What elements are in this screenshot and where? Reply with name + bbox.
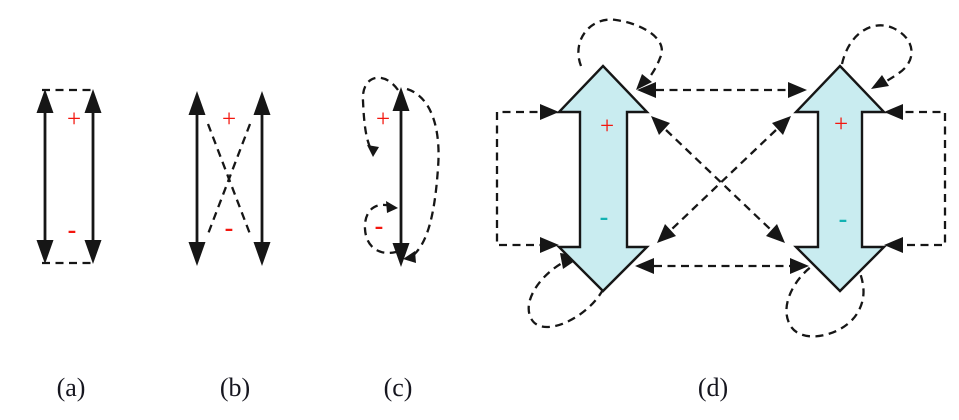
- panel-c-bottom-left-loop-arrowhead: [386, 201, 398, 213]
- panel-b: + - (b): [188, 91, 271, 402]
- panel-b-minus-sign: -: [225, 213, 234, 242]
- panel-d-right-bracket-bottom-arrowhead: [884, 237, 903, 253]
- panel-a-label: (a): [57, 373, 86, 402]
- panel-d-bottom-middle-right-arrowhead: [790, 258, 809, 274]
- panel-b-left-up-arrowhead: [188, 91, 206, 115]
- panel-d-right-block-double-arrow: [793, 64, 887, 293]
- panel-b-label: (b): [220, 373, 250, 402]
- panel-d-left-block-double-arrow: [556, 64, 650, 293]
- panel-d-right-bracket-dashed-link: [892, 110, 947, 247]
- panel-c-bottom-left-self-loop: [363, 203, 397, 255]
- panel-d-top-middle-left-arrowhead: [637, 82, 656, 98]
- panel-d-top-middle-right-arrowhead: [788, 82, 807, 98]
- panel-c-top-left-loop-arrowhead: [367, 145, 379, 157]
- panel-d-left-bracket-bottom-arrowhead: [540, 237, 559, 253]
- panel-d-right-minus-sign: -: [839, 204, 848, 233]
- panel-b-right-down-arrowhead: [253, 242, 271, 266]
- panel-c-right-loop-arrowhead: [403, 251, 416, 263]
- panel-d-diagonal-link-right-to-left: [671, 129, 777, 230]
- panel-c-up-arrowhead: [392, 87, 410, 111]
- panel-c-top-left-self-loop: [361, 76, 399, 152]
- panel-d-left-top-loop-arrowhead: [636, 74, 652, 90]
- panel-c-plus-sign: +: [376, 106, 390, 133]
- panel-b-left-down-arrowhead: [188, 242, 206, 266]
- panel-d-label: (d): [698, 373, 728, 402]
- panel-b-plus-sign: +: [222, 106, 236, 133]
- panel-d-right-bottom-self-loop: [785, 249, 865, 338]
- panel-d-left-bracket-dashed-link: [495, 110, 551, 247]
- panel-a-minus-sign: -: [68, 215, 77, 244]
- panel-c-right-self-loop: [406, 87, 440, 258]
- panel-a-right-down-arrowhead: [84, 240, 102, 264]
- panel-d-left-plus-sign: +: [600, 113, 614, 140]
- panel-d-right-top-loop-arrowhead: [871, 75, 889, 89]
- panel-d-right-bracket-top-arrowhead: [884, 104, 903, 120]
- panel-c-label: (c): [384, 373, 413, 402]
- panel-d-bottom-middle-left-arrowhead: [635, 258, 654, 274]
- panel-d-right-plus-sign: +: [834, 111, 848, 138]
- panel-a-right-up-arrowhead: [84, 89, 102, 113]
- panel-a-plus-sign: +: [67, 106, 81, 133]
- panel-a-left-down-arrowhead: [36, 240, 54, 264]
- panel-d-diagonal2-upper-arrowhead: [772, 116, 791, 135]
- panel-d-diagonal2-lower-arrowhead: [657, 224, 676, 243]
- panel-d-diagonal1-lower-arrowhead: [766, 224, 785, 243]
- panel-d-left-top-self-loop: [577, 18, 663, 87]
- panel-a-left-up-arrowhead: [36, 89, 54, 113]
- panel-b-right-up-arrowhead: [253, 91, 271, 115]
- panel-d-left-bracket-top-arrowhead: [540, 104, 559, 120]
- panel-c: + - (c): [361, 76, 440, 402]
- panel-a: + - (a): [36, 88, 102, 402]
- panel-c-minus-sign: -: [375, 211, 384, 240]
- panel-d: + - + - (d): [495, 18, 947, 402]
- panel-c-down-arrowhead: [392, 243, 410, 267]
- panel-d-left-minus-sign: -: [600, 202, 609, 231]
- panel-d-right-top-self-loop: [840, 24, 913, 87]
- panel-d-diagonal-link-left-to-right: [665, 129, 771, 230]
- panel-d-diagonal1-upper-arrowhead: [651, 116, 670, 135]
- panel-b-cross-dashed-link-2: [206, 123, 252, 235]
